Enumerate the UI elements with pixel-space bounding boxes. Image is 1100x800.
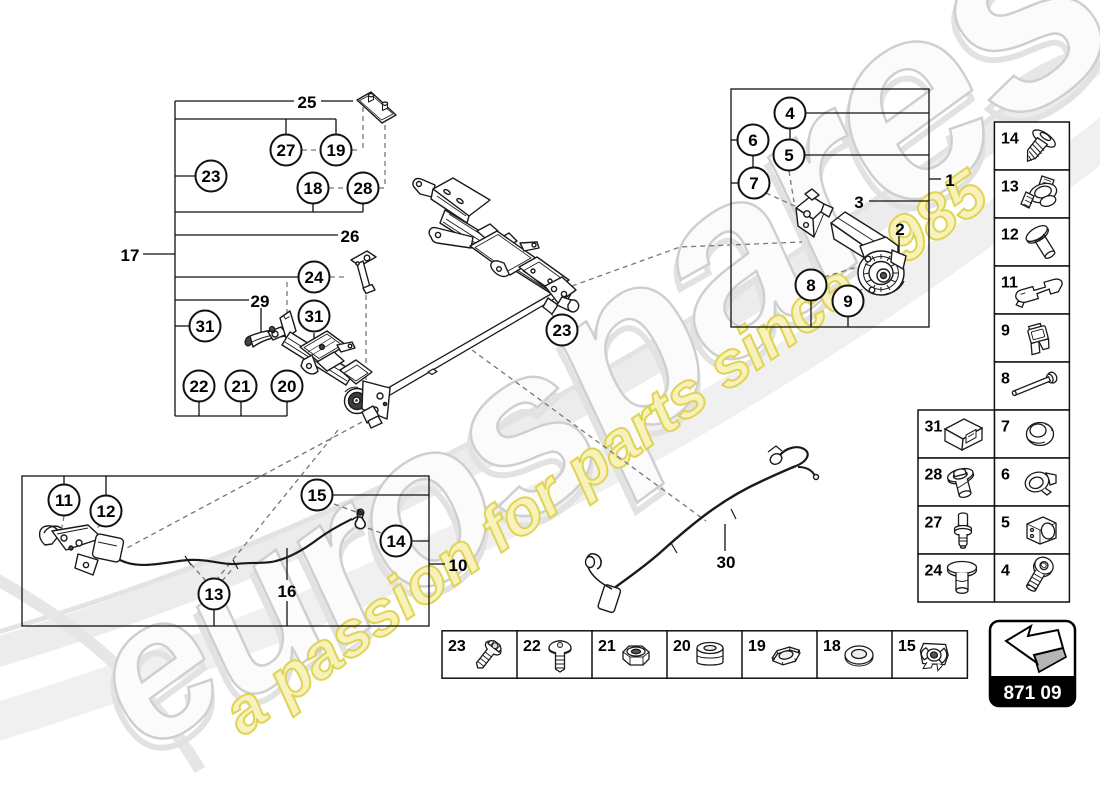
svg-text:22: 22 bbox=[190, 377, 209, 396]
svg-text:21: 21 bbox=[232, 377, 251, 396]
svg-text:9: 9 bbox=[843, 292, 852, 311]
svg-text:5: 5 bbox=[1001, 515, 1010, 532]
svg-text:17: 17 bbox=[121, 246, 140, 265]
svg-text:4: 4 bbox=[785, 104, 795, 123]
svg-text:871 09: 871 09 bbox=[1003, 683, 1061, 704]
svg-text:30: 30 bbox=[717, 553, 736, 572]
svg-text:31: 31 bbox=[305, 307, 324, 326]
svg-text:21: 21 bbox=[598, 638, 616, 655]
svg-text:23: 23 bbox=[553, 321, 572, 340]
svg-text:12: 12 bbox=[97, 502, 116, 521]
svg-text:3: 3 bbox=[854, 193, 863, 212]
svg-text:4: 4 bbox=[1001, 563, 1010, 580]
svg-text:26: 26 bbox=[341, 227, 360, 246]
svg-text:23: 23 bbox=[202, 167, 221, 186]
svg-text:24: 24 bbox=[925, 563, 943, 580]
svg-text:15: 15 bbox=[308, 486, 327, 505]
svg-text:29: 29 bbox=[251, 292, 270, 311]
svg-text:22: 22 bbox=[523, 638, 541, 655]
svg-text:19: 19 bbox=[327, 141, 346, 160]
svg-text:7: 7 bbox=[1001, 419, 1010, 436]
svg-text:31: 31 bbox=[196, 317, 215, 336]
svg-text:10: 10 bbox=[449, 556, 468, 575]
svg-text:9: 9 bbox=[1001, 323, 1010, 340]
svg-text:19: 19 bbox=[748, 638, 766, 655]
svg-text:24: 24 bbox=[305, 268, 324, 287]
svg-text:13: 13 bbox=[205, 585, 224, 604]
svg-text:20: 20 bbox=[673, 638, 691, 655]
svg-text:6: 6 bbox=[748, 131, 757, 150]
svg-text:28: 28 bbox=[925, 467, 943, 484]
svg-text:16: 16 bbox=[278, 582, 297, 601]
svg-text:2: 2 bbox=[895, 220, 904, 239]
svg-text:13: 13 bbox=[1001, 179, 1019, 196]
svg-text:6: 6 bbox=[1001, 467, 1010, 484]
svg-text:12: 12 bbox=[1001, 227, 1019, 244]
svg-text:20: 20 bbox=[278, 377, 297, 396]
svg-text:18: 18 bbox=[304, 179, 323, 198]
svg-text:5: 5 bbox=[784, 146, 793, 165]
svg-text:7: 7 bbox=[749, 174, 758, 193]
svg-text:15: 15 bbox=[898, 638, 916, 655]
svg-text:11: 11 bbox=[1001, 275, 1018, 292]
svg-text:25: 25 bbox=[298, 93, 317, 112]
svg-text:14: 14 bbox=[1001, 131, 1019, 148]
svg-text:8: 8 bbox=[806, 276, 815, 295]
svg-text:27: 27 bbox=[925, 515, 943, 532]
svg-text:14: 14 bbox=[387, 532, 406, 551]
svg-text:1: 1 bbox=[945, 171, 954, 190]
svg-text:8: 8 bbox=[1001, 371, 1010, 388]
svg-text:11: 11 bbox=[55, 491, 73, 510]
svg-text:28: 28 bbox=[354, 179, 373, 198]
svg-text:23: 23 bbox=[448, 638, 466, 655]
svg-text:27: 27 bbox=[277, 141, 296, 160]
svg-text:31: 31 bbox=[925, 419, 943, 436]
svg-text:18: 18 bbox=[823, 638, 841, 655]
